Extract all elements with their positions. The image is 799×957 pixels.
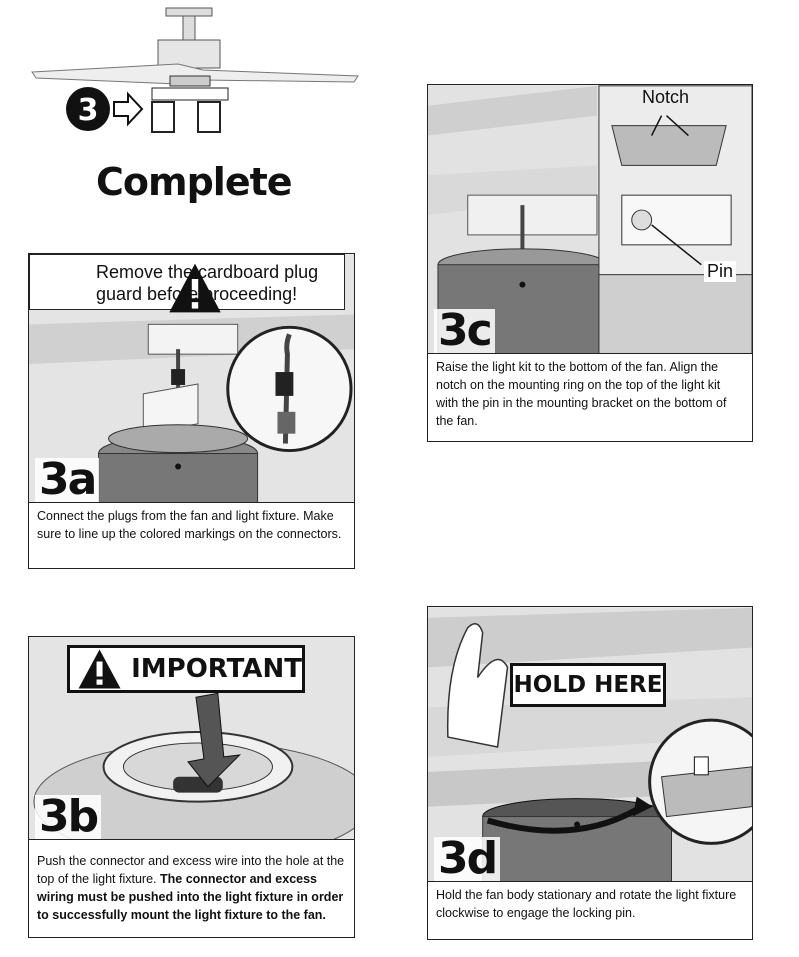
step-3c-caption: Raise the light kit to the bottom of the…: [428, 353, 752, 441]
important-callout: IMPORTANT: [67, 645, 305, 693]
step-3c-panel: Notch Pin 3c Raise the light kit to the …: [427, 84, 753, 442]
step-3a-caption: Connect the plugs from the fan and light…: [29, 502, 354, 568]
step-number-badge: 3: [78, 93, 99, 128]
notch-label: Notch: [640, 87, 692, 108]
arrow-right-icon: [113, 91, 144, 127]
warning-triangle-icon: [78, 649, 121, 689]
step-label-3b: 3b: [35, 795, 102, 839]
step-3b-illustration: [29, 637, 354, 841]
step-3d-illustration: [428, 607, 752, 883]
step-3b-panel: IMPORTANT 3b Push the connector and exce…: [28, 636, 355, 938]
fan-overview-illustration: 3: [31, 7, 359, 133]
step-3b-caption: Push the connector and excess wire into …: [29, 839, 354, 937]
warning-callout: Remove the cardboard plug guard before p…: [29, 254, 345, 313]
step-label-3d: 3d: [434, 837, 501, 881]
warning-text: Remove the cardboard plug guard before p…: [96, 262, 319, 304]
pin-label: Pin: [704, 261, 737, 282]
hold-here-callout: HOLD HERE: [510, 663, 666, 707]
step-label-3a: 3a: [35, 458, 100, 502]
important-text: IMPORTANT: [131, 654, 302, 684]
step-3a-illustration: [29, 254, 354, 504]
step-3d-caption: Hold the fan body stationary and rotate …: [428, 881, 752, 939]
warning-triangle-icon: [169, 263, 221, 313]
step-3a-panel: Remove the cardboard plug guard before p…: [28, 253, 355, 569]
step-3d-panel: HOLD HERE 3d Hold the fan body stationar…: [427, 606, 753, 940]
section-title: Complete: [96, 160, 293, 204]
step-3b-caption-bold: The connector and excess wiring must be …: [37, 872, 344, 922]
step-3b-caption-plain: Push the connector and excess wire into …: [37, 854, 345, 886]
step-label-3c: 3c: [434, 309, 495, 353]
